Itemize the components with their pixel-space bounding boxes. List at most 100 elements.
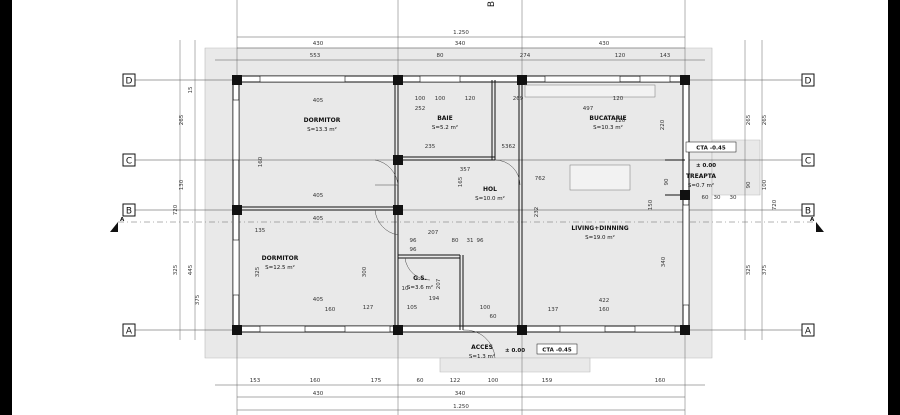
room-area-dormitor1: S=13.3 m²: [307, 126, 337, 133]
inner-dim-15: 80: [452, 238, 459, 244]
inner-dim-30: 762: [535, 176, 546, 182]
axis-label-left-c: C: [126, 157, 132, 167]
room-name-gs: G.S.: [413, 275, 427, 282]
inner-dim-16: 31: [467, 238, 474, 244]
inner-dim-29: 422: [599, 298, 610, 304]
inner-dim-39: 60: [702, 195, 709, 201]
dim-right-inner-3: 325: [746, 264, 752, 275]
inner-dim-37: 150: [648, 199, 654, 210]
dim-top-detail-2: 80: [437, 53, 444, 59]
dim-bottom-detail-8: 160: [655, 378, 666, 384]
inner-dim-3: 120: [465, 96, 476, 102]
level-cta-right: CTA -0.45: [696, 146, 726, 152]
kitchen-counter: [524, 84, 656, 191]
level-labels: CTA -0.45 ± 0.00 CTA -0.45 ± 0.00: [505, 141, 737, 355]
door-swings: [374, 159, 521, 359]
dim-top-detail-5: 143: [660, 53, 671, 59]
room-name-baie: BAIE: [437, 115, 453, 122]
axis-label-right-b: B: [805, 207, 811, 217]
dim-bottom-detail-7: 159: [542, 378, 553, 384]
inner-dim-14: 96: [410, 247, 417, 253]
inner-dim-17: 96: [477, 238, 484, 244]
left-black-bar: [0, 0, 12, 415]
inner-dim-6: 120: [613, 96, 624, 102]
inner-dim-18: 405: [313, 297, 324, 303]
inner-dim-7: 405: [313, 193, 324, 199]
dim-bottom-detail-6: 100: [488, 378, 499, 384]
dim-bottom-detail-4: 60: [417, 378, 424, 384]
inner-dim-40: 30: [714, 195, 721, 201]
dim-bottom-total: 1.250: [453, 404, 469, 410]
inner-dim-22: 105: [407, 305, 418, 311]
inner-dim-8: 160: [258, 156, 264, 167]
inner-dim-34: 325: [255, 266, 261, 277]
dim-left-inner-4: 375: [195, 294, 201, 305]
dim-top-total: 1.250: [453, 30, 469, 36]
dim-left-outer-2: 445: [188, 264, 194, 275]
inner-dim-36: 220: [660, 119, 666, 130]
axis-label-right-c: C: [805, 157, 811, 167]
dim-right-outer-4: 375: [762, 264, 768, 275]
inner-dim-12: 207: [428, 230, 439, 236]
dim-bottom-detail-3: 175: [371, 378, 382, 384]
inner-dim-19: 194: [429, 296, 440, 302]
dim-left-inner-3: 130: [179, 179, 185, 190]
room-area-dormitor2: S=12.5 m²: [265, 264, 295, 271]
columns: [232, 75, 690, 335]
room-name-hol: HOL: [483, 186, 497, 193]
level-zero-right: ± 0.00: [696, 163, 716, 169]
inner-dim-13: 96: [410, 238, 417, 244]
inner-dim-10: 357: [460, 167, 471, 173]
axis-labels: D C B A D C B A B: [122, 1, 815, 337]
axis-label-left-b: B: [126, 207, 132, 217]
dim-right-inner-2: 90: [746, 181, 752, 188]
inner-dim-35: 300: [362, 266, 368, 277]
inner-dim-23: 160: [325, 307, 336, 313]
top-axis-marker: B: [487, 1, 497, 7]
room-name-bucatarie: BUCATARIE: [589, 115, 626, 122]
inner-dim-42: 135: [255, 228, 266, 234]
inner-dim-20: 10: [402, 286, 409, 292]
dim-left-inner-1: 15: [188, 86, 194, 93]
section-marker-right-label: A: [810, 217, 815, 223]
dim-bottom-detail-2: 160: [310, 378, 321, 384]
dimension-lines-top: [215, 36, 705, 61]
dimension-lines-bottom: [215, 384, 705, 411]
dim-bottom-split-1: 430: [313, 391, 324, 397]
inner-dim-31: 232: [534, 207, 540, 218]
dim-top-split-2: 340: [455, 41, 466, 47]
dim-top-detail-4: 120: [615, 53, 626, 59]
room-area-treapta: S=0.7 m²: [688, 182, 714, 189]
right-black-bar: [888, 0, 900, 415]
section-marker-left-label: A: [120, 217, 125, 223]
dim-top-split-1: 430: [313, 41, 324, 47]
ground-area-bottom-step: [439, 357, 591, 373]
inner-dim-11: 405: [313, 216, 324, 222]
inner-dim-44: 53: [502, 144, 509, 150]
room-labels: DORMITOR S=13.3 m² BAIE S=5.2 m² BUCATAR…: [262, 115, 717, 360]
inner-dim-1: 252: [415, 106, 426, 112]
ground-area-right-step: [711, 139, 761, 196]
windows: [232, 75, 690, 333]
dim-top-detail-1: 553: [310, 53, 321, 59]
room-name-treapta: TREAPTA: [686, 173, 716, 180]
dim-right-outer-1: 720: [772, 199, 778, 210]
inner-dim-32: 340: [661, 256, 667, 267]
axis-label-left-a: A: [126, 327, 133, 337]
dim-left-inner-2: 265: [179, 114, 185, 125]
dim-right-outer-3: 100: [762, 179, 768, 190]
inner-dim-4: 269: [513, 96, 524, 102]
room-area-living: S=19.0 m²: [585, 234, 615, 241]
inner-dim-38: 90: [664, 178, 670, 185]
level-cta-bottom: CTA -0.45: [542, 348, 572, 354]
inner-dim-41: 30: [730, 195, 737, 201]
room-area-gs: S=3.6 m²: [407, 284, 433, 291]
dim-left-outer-1: 720: [173, 204, 179, 215]
section-markers: A A: [110, 217, 824, 232]
axis-label-right-d: D: [805, 77, 812, 87]
inner-dim-33: 165: [458, 176, 464, 187]
room-name-dormitor1: DORMITOR: [304, 117, 341, 124]
room-area-bucatarie: S=10.3 m²: [593, 124, 623, 131]
axis-label-right-a: A: [805, 327, 812, 337]
